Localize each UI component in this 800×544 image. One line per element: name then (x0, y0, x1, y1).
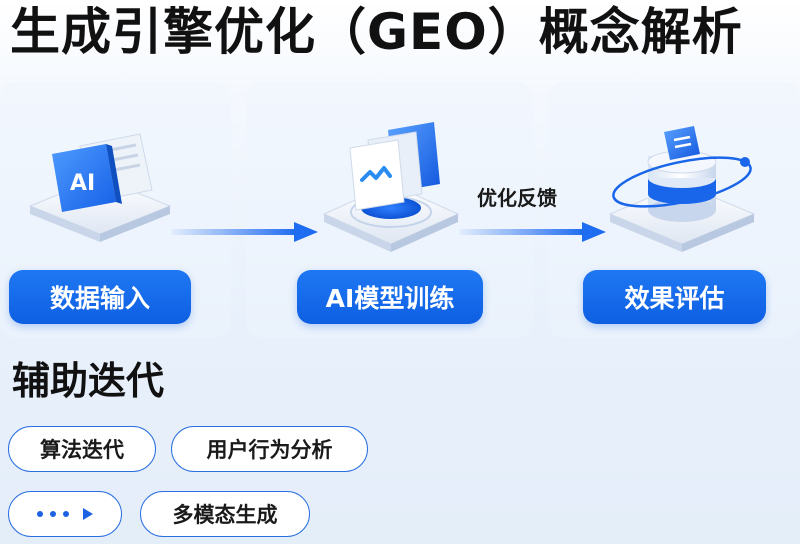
ai-badge-text: AI (70, 171, 95, 196)
chip-more[interactable] (8, 491, 122, 537)
ellipsis-icon (37, 511, 69, 517)
page-title: 生成引擎优化（GEO）概念解析 (10, 3, 743, 61)
chip-multimodal-generation[interactable]: 多模态生成 (140, 491, 310, 537)
step-button-data-input[interactable]: 数据输入 (9, 270, 191, 324)
feedback-label: 优化反馈 (477, 186, 557, 210)
chip-algorithm-iteration[interactable]: 算法迭代 (8, 426, 156, 472)
chip-user-behavior-analysis[interactable]: 用户行为分析 (171, 426, 368, 472)
data-orbit-icon (608, 126, 756, 252)
step-button-evaluation[interactable]: 效果评估 (583, 270, 766, 324)
flow-arrow-1 (172, 222, 318, 242)
flow-arrow-2 (460, 222, 606, 242)
section-title-auxiliary: 辅助迭代 (12, 359, 165, 403)
ai-monitor-icon: AI (28, 133, 172, 242)
step-button-model-training[interactable]: AI模型训练 (297, 270, 483, 324)
play-triangle-icon (83, 508, 93, 520)
model-cards-icon (322, 122, 460, 252)
